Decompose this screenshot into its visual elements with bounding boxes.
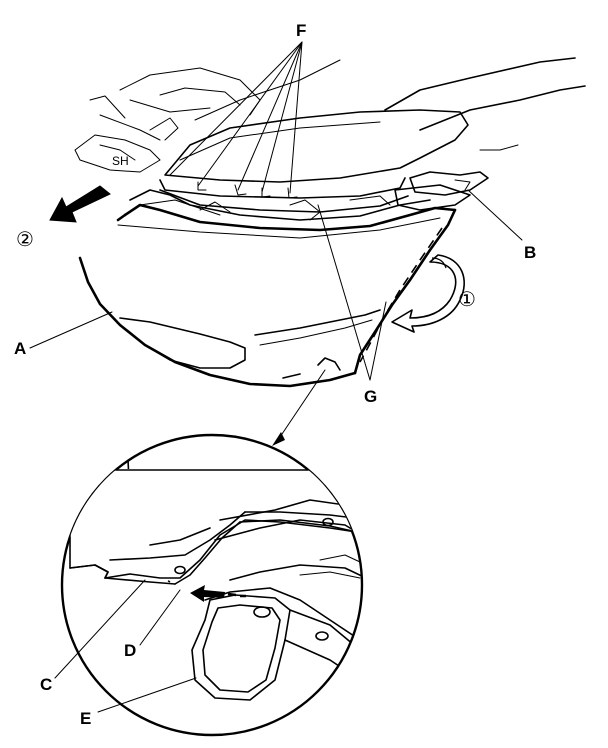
- step-one-marker: ①: [458, 287, 476, 311]
- label-g: G: [364, 387, 377, 406]
- rotation-arrow-1: [391, 254, 465, 333]
- pull-arrow-2: [49, 185, 111, 223]
- front-frame: [129, 189, 431, 221]
- bumper-a: [78, 203, 457, 388]
- label-a: A: [14, 339, 26, 358]
- step-two-marker: ②: [16, 227, 34, 251]
- engine-bay-background: SH: [74, 67, 261, 173]
- callout-labels: F A B G C D E ① ②: [14, 21, 536, 728]
- bracket-b: [394, 144, 519, 211]
- label-e: E: [80, 709, 91, 728]
- hood: [164, 57, 586, 183]
- svg-text:SH: SH: [112, 154, 129, 168]
- label-d: D: [124, 641, 136, 660]
- detail-view: [54, 433, 364, 737]
- label-b: B: [524, 243, 536, 262]
- leader-lines: [29, 41, 523, 446]
- label-f: F: [296, 21, 306, 40]
- bumper-upper-edge: [159, 177, 409, 213]
- label-c: C: [40, 675, 52, 694]
